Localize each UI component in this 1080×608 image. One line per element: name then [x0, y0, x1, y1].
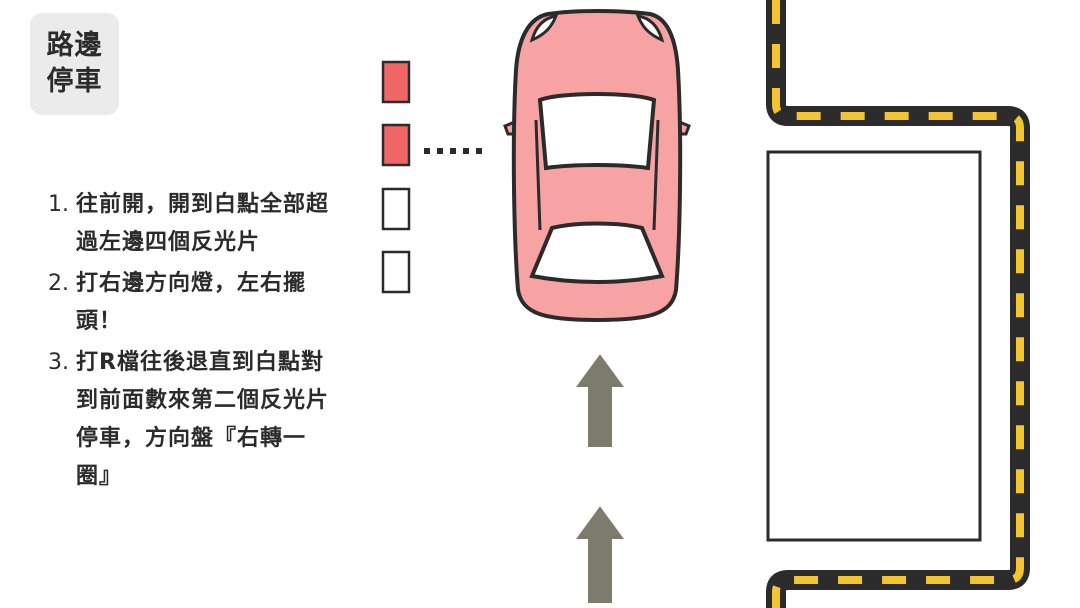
- curb-line: [766, 0, 1030, 608]
- up-arrow-icon: [576, 506, 624, 603]
- step-text: 打R檔往後退直到白點對到前面數來第二個反光片停車，方向盤『右轉一圈』: [76, 350, 330, 489]
- step-number: 2.: [48, 271, 69, 296]
- step-text: 往前開，開到白點全部超過左邊四個反光片: [76, 192, 330, 255]
- instruction-step-3: 3. 打R檔往後退直到白點對到前面數來第二個反光片停車，方向盤『右轉一圈』: [48, 344, 338, 496]
- instruction-list: 1. 往前開，開到白點全部超過左邊四個反光片 2. 打右邊方向燈，左右擺頭！ 3…: [48, 186, 338, 499]
- instruction-step-2: 2. 打右邊方向燈，左右擺頭！: [48, 265, 338, 341]
- reflector-column: [381, 60, 411, 294]
- title-line-1: 路邊: [46, 30, 103, 61]
- alignment-dots: [424, 148, 482, 154]
- step-number: 3.: [48, 350, 69, 375]
- parking-space: [766, 150, 982, 542]
- reflector-1: [381, 60, 411, 104]
- step-number: 1.: [48, 192, 69, 217]
- title-badge: 路邊 停車: [30, 13, 119, 115]
- step-text: 打右邊方向燈，左右擺頭！: [76, 271, 307, 334]
- title-line-2: 停車: [46, 66, 103, 97]
- reflector-4: [381, 250, 411, 294]
- car-top-view-icon: [503, 9, 691, 323]
- up-arrow-icon: [576, 354, 624, 447]
- reflector-3: [381, 187, 411, 231]
- reflector-2: [381, 123, 411, 167]
- instruction-step-1: 1. 往前開，開到白點全部超過左邊四個反光片: [48, 186, 338, 262]
